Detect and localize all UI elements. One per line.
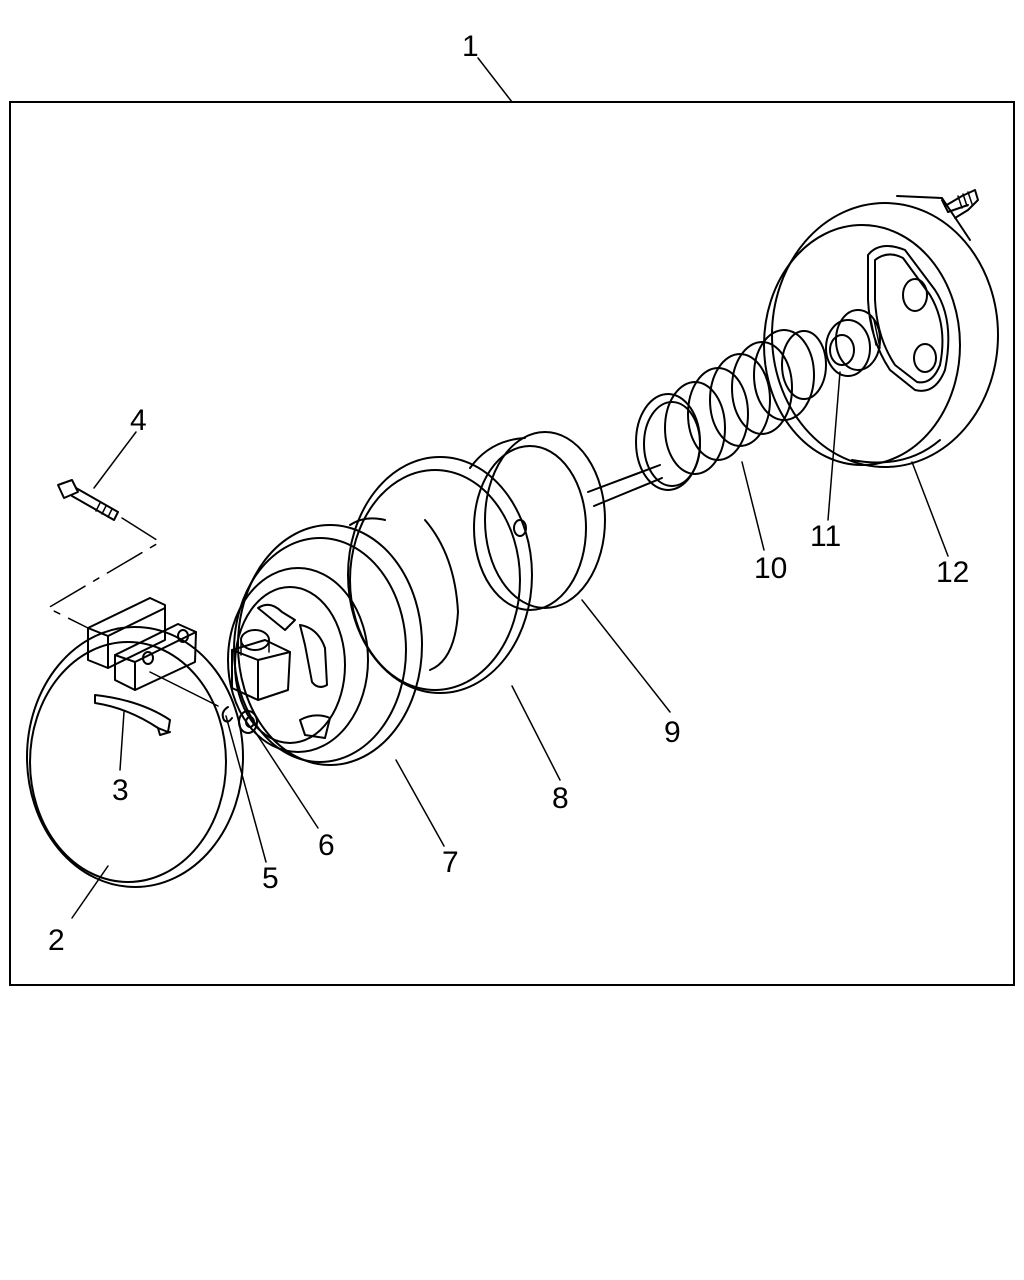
label-4: 4	[130, 404, 147, 437]
label-12: 12	[936, 556, 969, 589]
leader-10	[741, 461, 765, 551]
label-7: 7	[442, 846, 459, 879]
part-8-diaphragm	[347, 456, 533, 694]
leader-3	[119, 711, 125, 771]
part-11-bushing	[825, 309, 881, 377]
leader-lines	[71, 57, 949, 919]
part-10-spring	[635, 329, 827, 491]
label-10: 10	[754, 552, 787, 585]
leader-6	[253, 729, 319, 829]
label-11: 11	[810, 520, 841, 553]
leader-5	[225, 715, 267, 863]
leader-2	[71, 865, 109, 919]
label-9: 9	[664, 716, 681, 749]
label-5: 5	[262, 862, 279, 895]
part-7-piston	[227, 524, 423, 766]
part-12-rear-housing	[763, 189, 999, 468]
part-4-bolt	[47, 479, 161, 629]
leader-1	[477, 57, 513, 103]
part-2-band	[26, 597, 244, 888]
leader-4	[93, 431, 137, 489]
diagram-frame	[9, 101, 1015, 986]
part-9-cup	[469, 431, 606, 611]
leader-11	[827, 371, 841, 521]
leader-7	[395, 759, 445, 847]
label-6: 6	[318, 829, 335, 862]
callout-labels: 1 2 3 4 5 6 7 8 9 10 11 12	[48, 30, 969, 957]
part-3-lining	[94, 694, 171, 736]
label-3: 3	[112, 774, 129, 807]
label-2: 2	[48, 924, 65, 957]
leader-8	[511, 685, 561, 781]
label-1: 1	[462, 30, 479, 63]
label-8: 8	[552, 782, 569, 815]
leader-12	[911, 461, 949, 557]
leader-9	[581, 599, 671, 713]
